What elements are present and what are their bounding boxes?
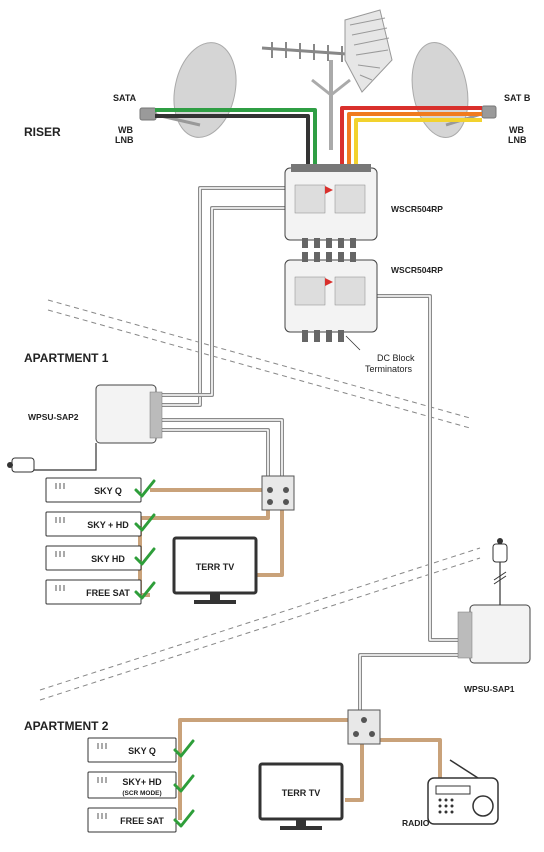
psu-apt2 <box>457 538 531 664</box>
apt1-receiver-list: SKY Q SKY + HD SKY HD FREE SAT <box>45 477 156 605</box>
apt1-receiver-4-label: FREE SAT <box>86 588 130 598</box>
satellite-dish-right <box>411 41 497 139</box>
apt1-tv: TERR TV <box>172 536 258 604</box>
radio-label: RADIO <box>402 818 430 828</box>
apt1-receiver-2-label: SKY + HD <box>87 520 129 530</box>
apt2-receiver-3-check-icon <box>173 809 195 828</box>
multiswitch-1 <box>284 164 378 248</box>
satellite-dish-left <box>139 42 237 138</box>
apt2-receiver-1: SKY Q <box>87 737 195 763</box>
multiswitch-1-label: WSCR504RP <box>391 204 443 214</box>
section-dividers <box>39 299 481 701</box>
apt1-receiver-1-label: SKY Q <box>94 486 122 496</box>
dish-feed-cables <box>155 106 482 170</box>
dish-left-lnb-1: WB <box>118 125 133 135</box>
multiswitch-2 <box>284 252 378 351</box>
dish-right-lnb-2: LNB <box>508 135 527 145</box>
dc-block-label-1: DC Block <box>377 353 415 363</box>
apt1-receiver-1: SKY Q <box>45 477 156 503</box>
riser-grey-cables <box>160 186 458 712</box>
apt1-receiver-1-check-icon <box>134 479 156 498</box>
apt1-receiver-4: FREE SAT <box>45 579 156 605</box>
apt2-tv-label: TERR TV <box>282 788 321 798</box>
apt2-receiver-2-check-icon <box>173 774 195 793</box>
multiswitch-2-label: WSCR504RP <box>391 265 443 275</box>
section-riser: RISER <box>24 125 61 139</box>
wall-outlet-apt2 <box>347 709 381 745</box>
apt1-receiver-2: SKY + HD <box>45 511 156 537</box>
psu-apt2-label: WPSU-SAP1 <box>464 684 515 694</box>
apt1-receiver-4-check-icon <box>134 581 156 600</box>
apt1-receiver-3-label: SKY HD <box>91 554 125 564</box>
apt1-tv-label: TERR TV <box>196 562 235 572</box>
apt2-receiver-3-label: FREE SAT <box>120 816 164 826</box>
apt1-receiver-2-check-icon <box>134 513 156 532</box>
apt2-receiver-1-check-icon <box>173 739 195 758</box>
section-apartment-1: APARTMENT 1 <box>24 351 109 365</box>
dish-right-lnb-1: WB <box>509 125 524 135</box>
apt1-receiver-3-check-icon <box>134 547 156 566</box>
psu-apt1-label: WPSU-SAP2 <box>28 412 79 422</box>
dish-right-label: SAT B <box>504 93 531 103</box>
apt2-receiver-list: SKY Q SKY+ HD (SCR MODE) FREE SAT <box>87 737 195 833</box>
dc-block-label-2: Terminators <box>365 364 413 374</box>
dish-left-lnb-2: LNB <box>115 135 134 145</box>
apt2-receiver-1-label: SKY Q <box>128 746 156 756</box>
apt1-receiver-3: SKY HD <box>45 545 156 571</box>
apt2-tv: TERR TV <box>258 762 344 830</box>
section-apartment-2: APARTMENT 2 <box>24 719 109 733</box>
apt2-receiver-2: SKY+ HD (SCR MODE) <box>87 771 195 799</box>
wall-outlet-apt1 <box>261 475 295 511</box>
apt2-receiver-3: FREE SAT <box>87 807 195 833</box>
terrestrial-aerial <box>261 9 393 150</box>
apt2-receiver-2-note: (SCR MODE) <box>122 790 161 797</box>
apt2-receiver-2-label: SKY+ HD <box>122 777 162 787</box>
dish-left-label: SATA <box>113 93 137 103</box>
psu-apt1 <box>7 384 163 473</box>
radio-icon <box>427 759 499 825</box>
